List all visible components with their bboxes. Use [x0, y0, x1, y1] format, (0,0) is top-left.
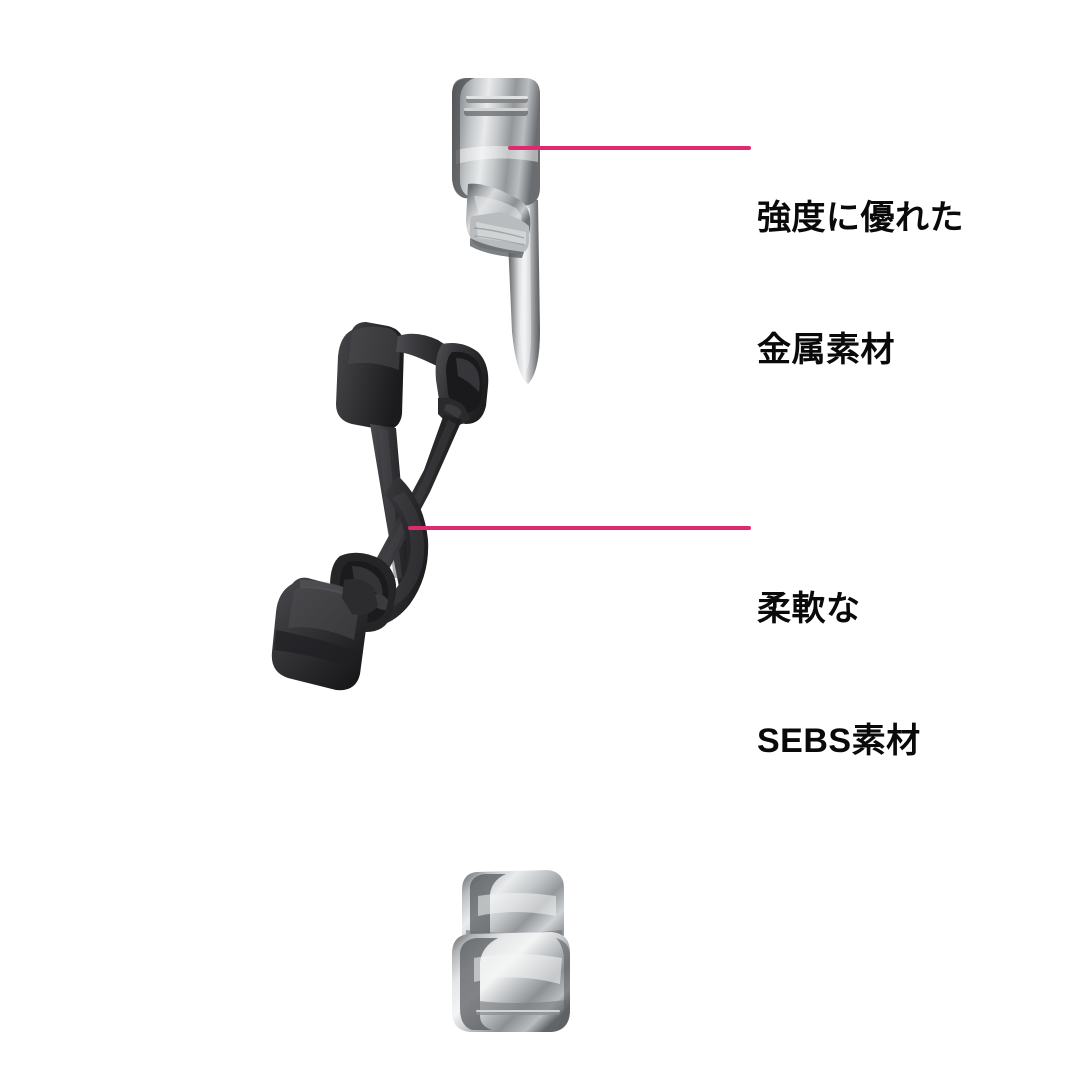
part-chrome-clip-lower — [452, 870, 570, 1032]
callout-metal-line2: 金属素材 — [757, 331, 895, 369]
callout-sebs-line2: SEBS素材 — [757, 722, 921, 760]
callout-metal-line1: 強度に優れた — [757, 199, 964, 237]
callout-sebs-line1: 柔軟な — [757, 590, 861, 628]
leader-line-sebs — [408, 526, 751, 530]
callout-metal: 強度に優れた 金属素材 — [757, 108, 964, 460]
part-chrome-clip-upper — [452, 78, 540, 384]
callout-sebs: 柔軟な SEBS素材 — [757, 499, 921, 851]
part-sebs-rubber — [271, 322, 489, 691]
leader-line-metal — [508, 146, 751, 150]
